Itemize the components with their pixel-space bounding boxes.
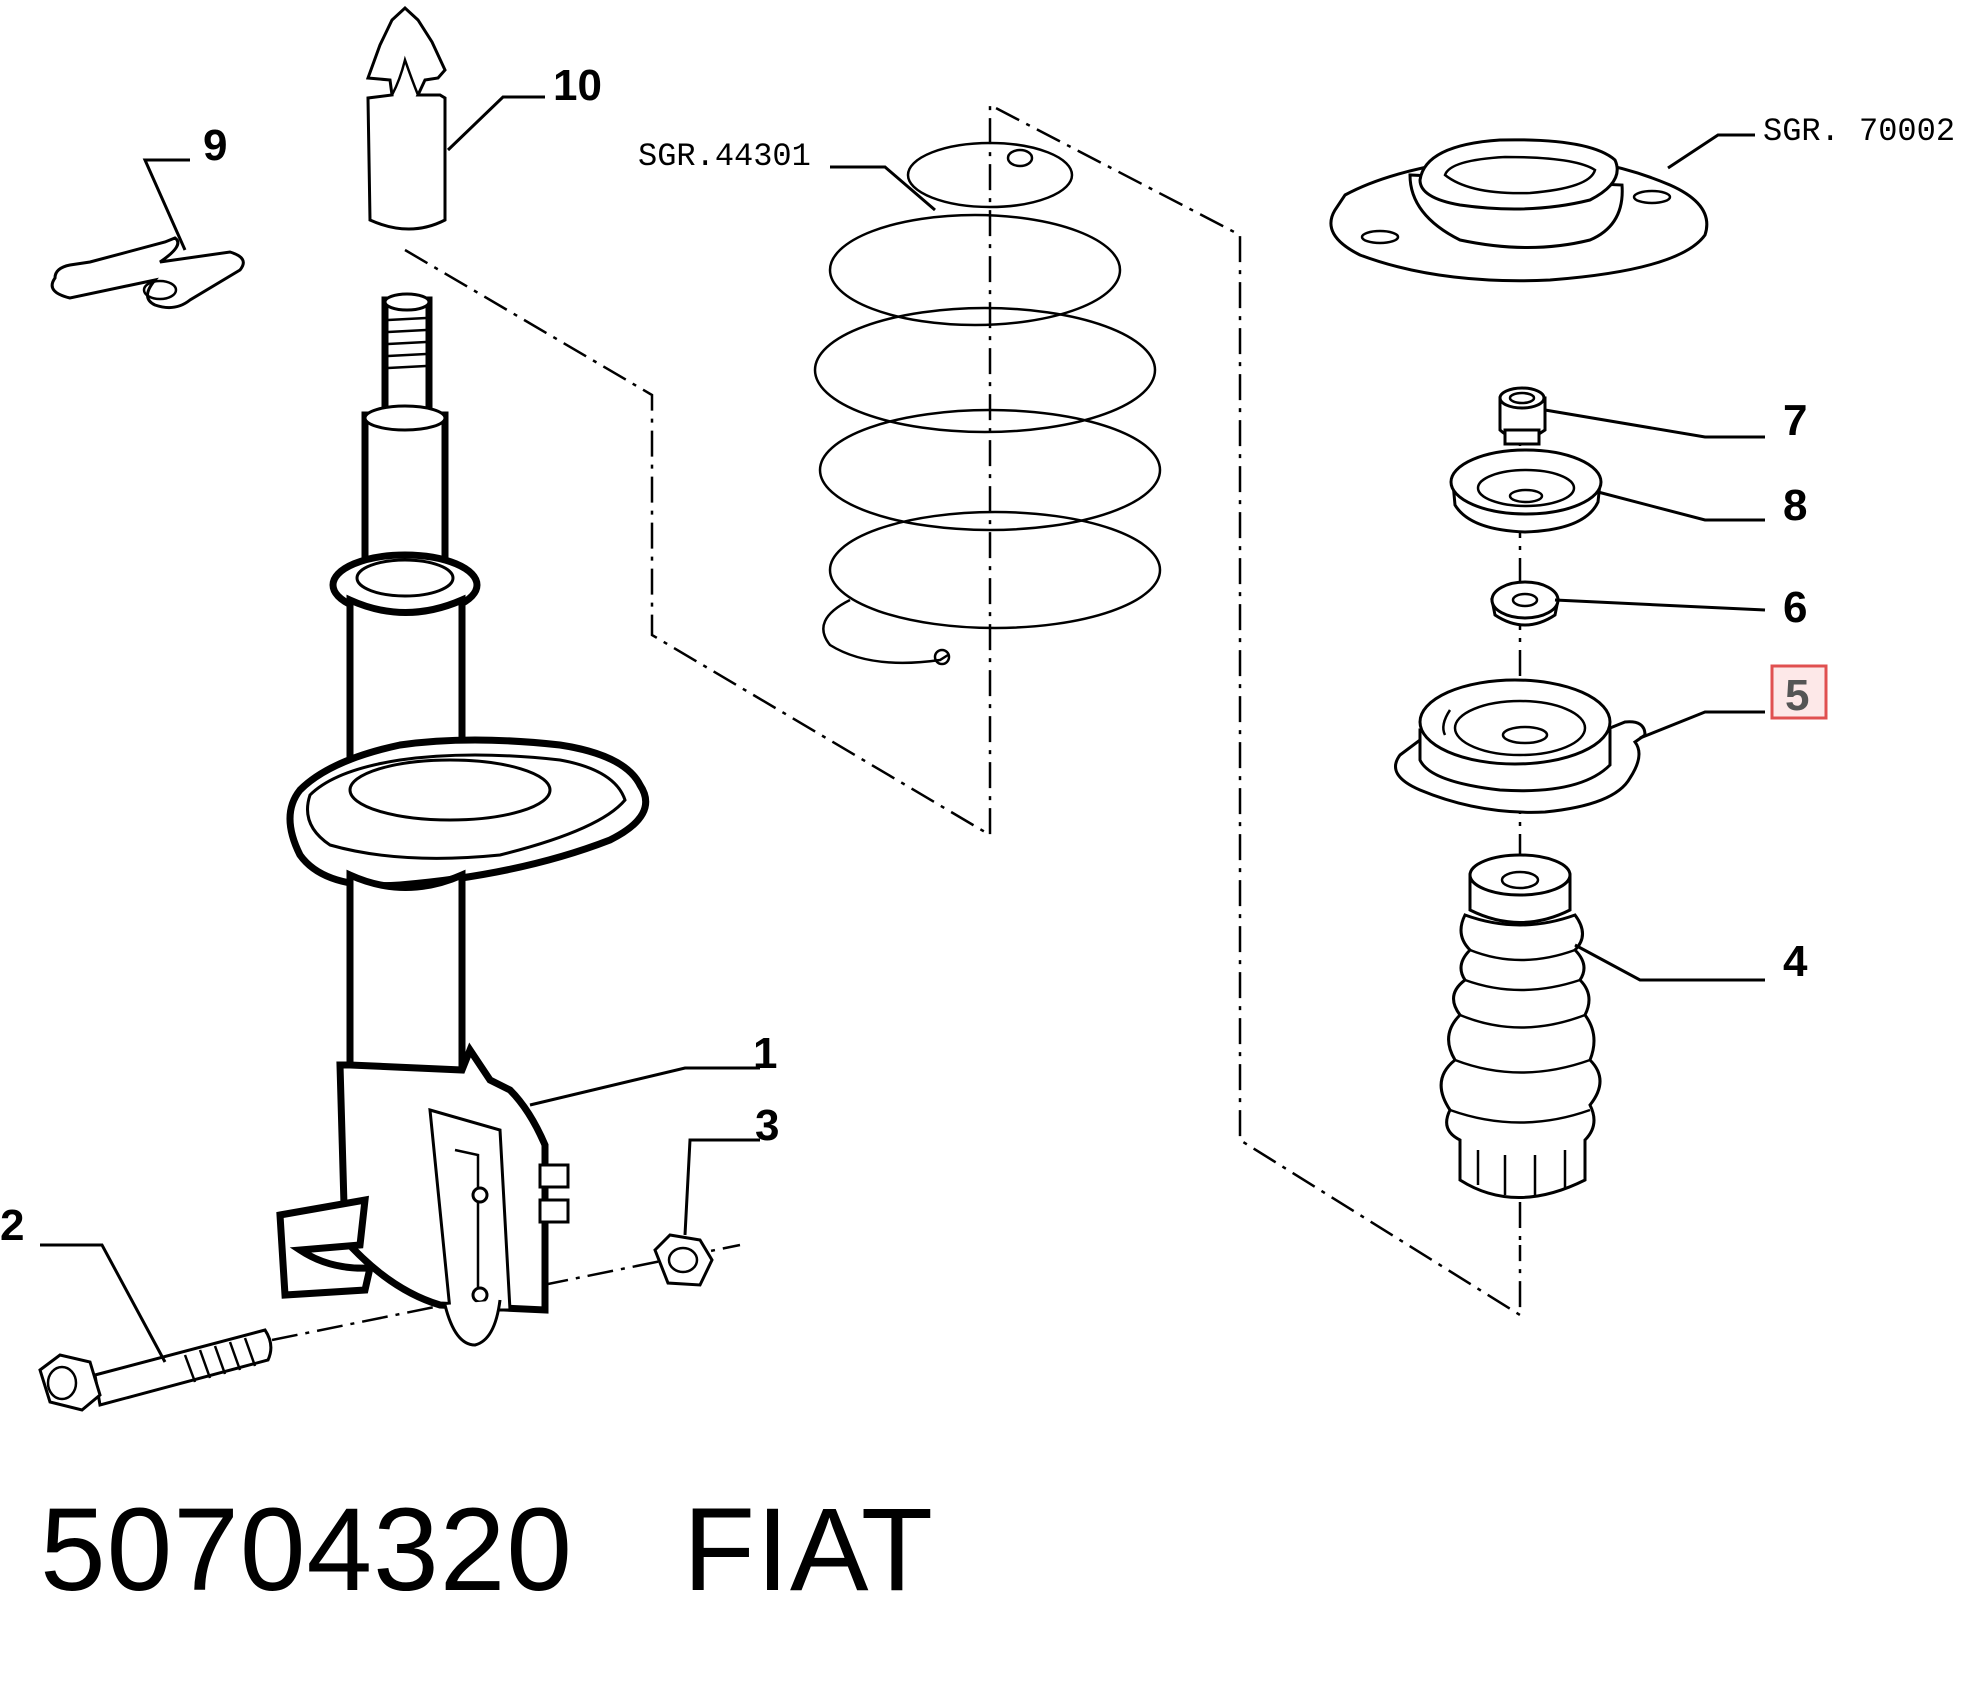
brand-name: FIAT [683, 1484, 934, 1616]
part-2-bolt [38, 1328, 273, 1412]
leader-lines [40, 95, 1766, 1363]
part-8-upper-cup [1449, 448, 1603, 534]
callout-10: 10 [553, 61, 602, 110]
coil-spring [813, 141, 1162, 666]
callout-6: 6 [1783, 583, 1807, 632]
part-5-strut-mount [1394, 678, 1647, 814]
callout-1: 1 [753, 1029, 777, 1078]
top-plate-reference-label: SGR. 70002 [1763, 113, 1955, 150]
callout-5-highlight-box [1770, 664, 1828, 720]
callout-9: 9 [203, 121, 227, 170]
spring-reference-label: SGR.44301 [638, 138, 811, 175]
callout-labels: 10 9 1 2 3 4 5 6 7 8 SGR.44301 SGR. 7000… [0, 61, 1955, 1250]
callout-8: 8 [1783, 481, 1807, 530]
top-mount-plate [1329, 138, 1709, 283]
callout-2: 2 [0, 1201, 24, 1250]
part-9-clip [50, 236, 245, 310]
callout-4: 4 [1783, 937, 1808, 986]
part-6-nut [1490, 580, 1560, 627]
part-1-strut [276, 292, 650, 1347]
part-number: 50704320 [40, 1484, 574, 1616]
callout-5: 5 [1785, 671, 1809, 720]
callout-3: 3 [755, 1101, 779, 1150]
part-caption: 50704320 FIAT [40, 1482, 934, 1618]
part-10-cap [365, 5, 447, 231]
part-7-top-nut [1498, 386, 1547, 446]
part-3-nut [653, 1233, 714, 1287]
callout-7: 7 [1783, 396, 1807, 445]
part-4-bellows [1439, 853, 1602, 1199]
